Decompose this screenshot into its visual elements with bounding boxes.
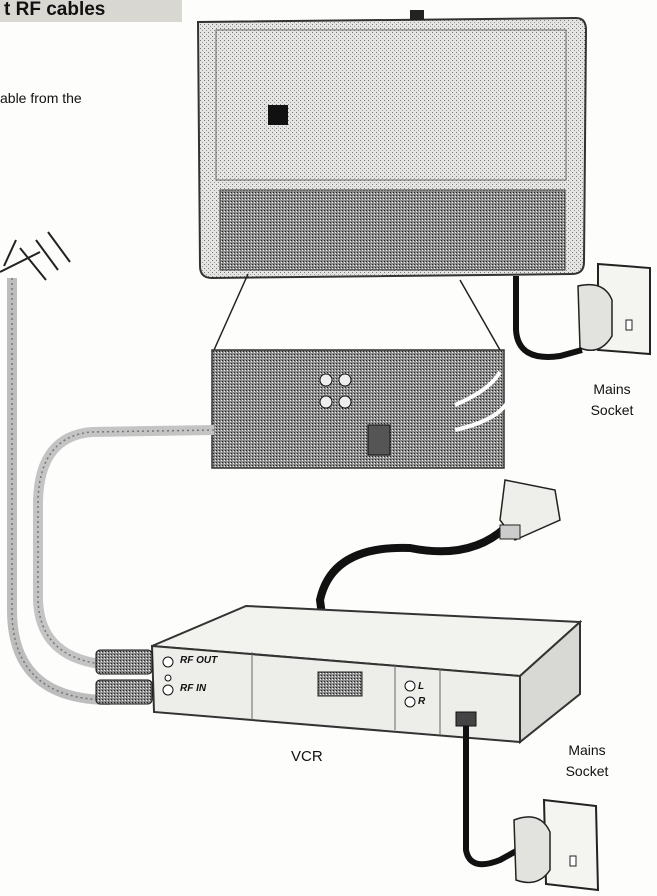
tv-vent-block [268,105,288,125]
vcr-unit [150,604,583,745]
audio-l-label: L [418,681,425,692]
aerial-cable [7,278,111,705]
mains-socket-top-label: Mains Socket [578,379,646,421]
label-line: Socket [590,402,634,418]
tv-rear [196,10,588,280]
vcr-label: VCR [291,748,323,765]
mains-socket-bottom-label: Mains Socket [553,740,621,782]
tv-connector-panel [219,189,566,271]
mains-socket-top-icon [577,262,651,356]
mains-socket-bottom-icon [513,798,600,892]
rf-out-port-label: RF OUT [180,655,218,666]
rf-in-port-label: RF IN [180,683,207,694]
rf-out-plug [95,649,153,675]
aerial-icon [0,231,71,281]
label-line: Mains [593,381,631,397]
vcr-mains-cable [463,726,520,868]
intro-text: able from the [0,90,82,106]
label-line: Socket [565,763,609,779]
label-line: Mains [568,742,606,758]
rf-cable [33,425,215,670]
section-heading: t RF cables [0,0,182,22]
rf-in-plug [95,679,153,705]
tv-panel-detail [211,349,512,469]
tv-mains-cable [513,276,583,360]
audio-r-label: R [418,696,426,707]
